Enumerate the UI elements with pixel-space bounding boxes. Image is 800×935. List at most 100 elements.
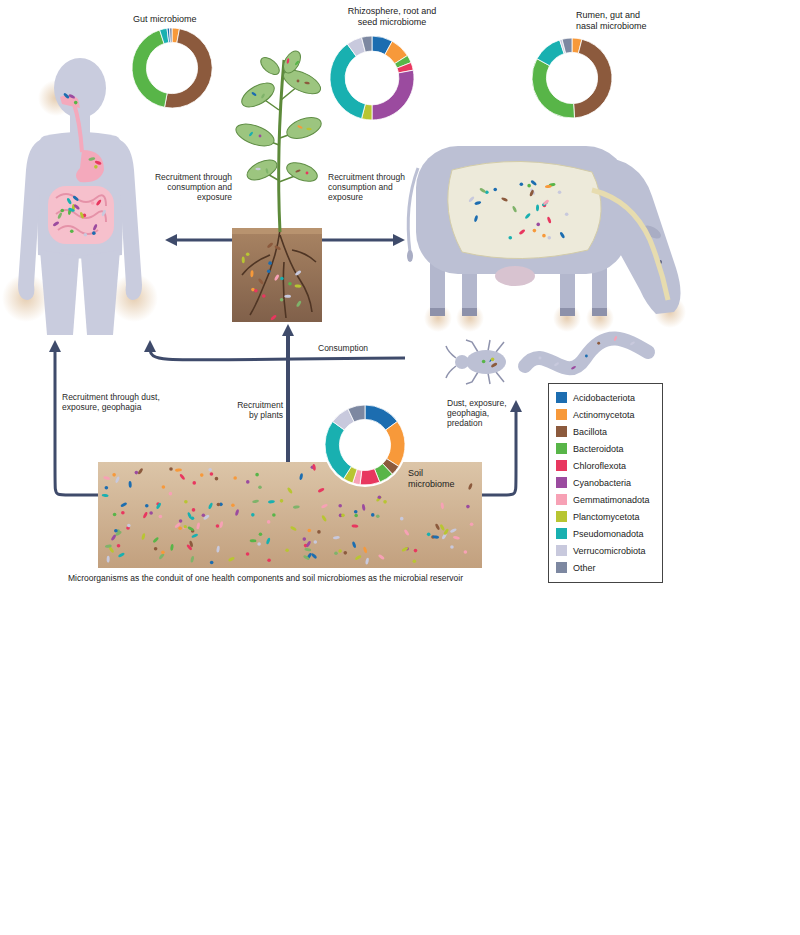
microbe-dots xyxy=(585,355,588,358)
microbe-dots xyxy=(547,216,552,223)
legend-text: Acidobacteriota xyxy=(573,393,635,403)
microbe-dots xyxy=(383,500,387,504)
donut-segment xyxy=(330,44,365,119)
composition-donut xyxy=(130,26,214,110)
microbe-dots xyxy=(142,511,148,518)
microbe-dots xyxy=(539,357,542,360)
cow-figure xyxy=(456,304,484,332)
microbe-dots xyxy=(96,199,102,206)
composition-donut xyxy=(328,34,416,122)
microbe-dots xyxy=(135,471,139,475)
microbe-dots xyxy=(268,261,272,265)
microbe-dots xyxy=(267,520,271,524)
legend-swatch xyxy=(556,477,567,488)
host-region: Rumen, gut and nasal microbiome xyxy=(405,140,695,400)
microbe-dots xyxy=(440,502,444,509)
microbe-dots xyxy=(210,472,214,476)
microbe-dots xyxy=(92,224,98,231)
legend-box: AcidobacteriotaActinomycetotaBacillotaBa… xyxy=(548,383,663,583)
microbe-dots xyxy=(246,252,250,256)
microbe-dots xyxy=(362,504,366,511)
microbe-dots xyxy=(518,229,525,236)
microbe-dots xyxy=(571,365,577,370)
microbe-dots xyxy=(508,236,512,240)
microbe-dots xyxy=(474,215,479,222)
microbe-dots xyxy=(530,179,537,186)
microbe-dots xyxy=(267,242,274,249)
microbe-dots xyxy=(145,504,149,508)
microbe-dots xyxy=(121,511,125,515)
microbe-dots xyxy=(306,172,309,175)
microbe-dots xyxy=(107,556,110,563)
microbe-dots xyxy=(378,496,382,500)
microbe-dots xyxy=(297,80,300,83)
soil-band xyxy=(98,462,482,568)
microbe-dots xyxy=(288,282,292,286)
microbe-dots xyxy=(208,502,214,509)
plant-figure xyxy=(244,156,280,184)
legend-swatch xyxy=(556,460,567,471)
microbe-dots xyxy=(246,480,250,484)
donut-segment xyxy=(360,469,380,485)
microbe-dots xyxy=(529,189,534,196)
edge-label: Dust, exposure, geophagia, predation xyxy=(447,398,511,429)
donut-segment xyxy=(348,405,365,422)
microbe-dots xyxy=(296,300,302,307)
composition-donut xyxy=(323,403,407,487)
microbe-dots xyxy=(280,298,284,302)
microbe-dots xyxy=(102,494,109,498)
edge-label: Consumption xyxy=(318,343,388,353)
microbe-dots xyxy=(286,58,289,64)
microbe-dots xyxy=(215,477,219,481)
microbe-dots xyxy=(79,212,84,219)
edge-label: Recruitment through consumption and expo… xyxy=(148,172,232,203)
microbe-dots xyxy=(520,182,524,186)
legend-row: Pseudomonadota xyxy=(549,525,662,542)
microbe-dots xyxy=(94,160,101,165)
microbe-dots xyxy=(118,552,125,558)
microbe-dots xyxy=(91,201,95,205)
microbe-dots xyxy=(343,551,347,555)
microbiome-label: Rhizosphere, root and seed microbiome xyxy=(342,6,442,28)
microbe-dots xyxy=(170,544,174,551)
microbe-dots xyxy=(158,553,165,560)
microbiome-label: Gut microbiome xyxy=(133,14,213,25)
legend-text: Bacteroidota xyxy=(573,444,624,454)
legend-row: Actinomycetota xyxy=(549,406,662,423)
microbe-dots xyxy=(103,476,110,481)
microbe-dots xyxy=(70,229,74,233)
microbe-dots xyxy=(290,525,297,531)
microbe-dots xyxy=(302,537,306,541)
microbe-dots xyxy=(192,481,196,485)
microbe-dots xyxy=(255,473,259,477)
microbe-dots xyxy=(304,548,311,552)
microbe-dots xyxy=(120,502,127,508)
microbe-dots xyxy=(294,60,299,66)
microbe-dots xyxy=(491,358,495,362)
microbe-dots xyxy=(493,188,497,192)
plant-figure xyxy=(242,230,316,318)
microbe-dots xyxy=(317,530,321,534)
composition-donut xyxy=(530,36,614,120)
microbe-dots xyxy=(162,485,166,489)
host-region: Soil microbiome xyxy=(98,462,482,568)
microbe-dots xyxy=(559,231,565,238)
edge-label: Recruitment through consumption and expo… xyxy=(328,172,412,203)
microbe-dots xyxy=(311,552,318,559)
microbe-dots xyxy=(259,532,263,536)
microbe-dots xyxy=(352,541,357,548)
microbe-dots xyxy=(363,546,368,553)
legend-text: Other xyxy=(573,563,596,573)
plant-figure xyxy=(233,120,277,151)
donut-segment xyxy=(372,70,414,120)
donut-segment xyxy=(532,59,575,118)
microbe-dots xyxy=(267,558,271,562)
microbe-dots xyxy=(321,515,327,522)
microbe-dots xyxy=(94,165,98,169)
microbe-dots xyxy=(272,513,276,517)
cow-figure xyxy=(407,250,413,262)
microbe-dots xyxy=(341,514,345,518)
